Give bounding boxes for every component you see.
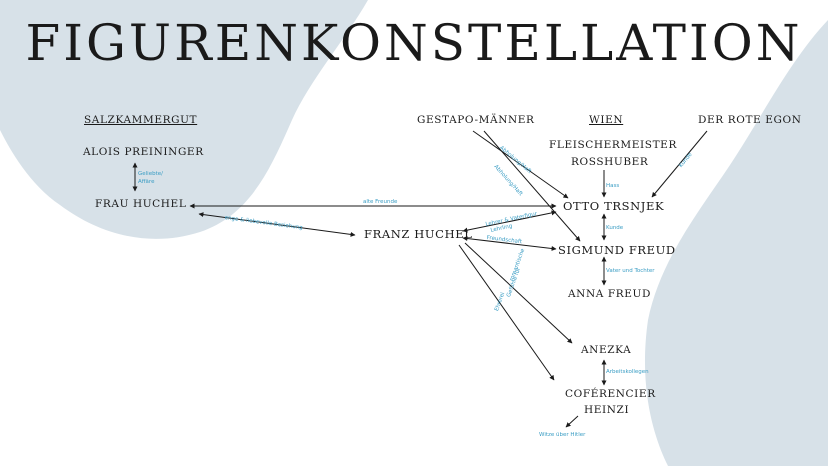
character-frau-huchel: FRAU HUCHEL <box>95 198 187 210</box>
arrow-frau-franz <box>198 212 356 237</box>
character-heinzi: HEINZI <box>584 404 630 416</box>
character-fleischermeister: FLEISCHERMEISTER <box>549 139 677 151</box>
character-gestapo-maenner: GESTAPO-MÄNNER <box>417 114 535 126</box>
relation-vater-tochter: Vater und Tochter <box>606 268 655 274</box>
arrow-franz-otto <box>462 210 557 233</box>
character-rosshuber: ROSSHUBER <box>571 156 649 168</box>
character-der-rote-egon: DER ROTE EGON <box>698 114 802 126</box>
arrow-franz-freud <box>462 236 557 251</box>
character-sigmund-freud: SIGMUND FREUD <box>558 243 676 257</box>
character-franz-huchel: FRANZ HUCHEL <box>364 227 473 241</box>
group-heading-wien: WIEN <box>589 114 624 126</box>
relation-alte-freunde: alte Freunde <box>363 199 398 205</box>
character-anna-freud: ANNA FREUD <box>568 288 652 300</box>
relation-kunde-otto-freud: Kunde <box>606 225 624 231</box>
character-anezka: ANEZKA <box>581 344 632 356</box>
page-title: FIGURENKONSTELLATION <box>25 14 803 72</box>
blob-top-left <box>0 0 368 239</box>
arrow-gestapo-freud <box>483 130 581 242</box>
group-heading-salzkammergut: SALZKAMMERGUT <box>84 114 198 126</box>
blob-right <box>644 20 828 466</box>
relation-geliebte-line1: Geliebte/ <box>138 171 163 177</box>
arrow-franz-conferencier <box>458 244 555 381</box>
arrow-egon-otto <box>651 130 708 198</box>
relation-arbeitskollegen: Arbeitskollegen <box>606 369 649 375</box>
arrow-heinzi-witze <box>565 415 579 428</box>
arrow-franz-anezka <box>464 242 573 344</box>
relation-witze-ueber-hitler: Witze über Hitler <box>539 432 586 438</box>
character-alois-preininger: ALOIS PREININGER <box>83 146 204 158</box>
arrow-gestapo-otto <box>472 130 569 199</box>
relation-geliebte-line2: Affäre <box>138 179 155 185</box>
character-otto-trsnjek: OTTO TRSNJEK <box>563 199 665 213</box>
relation-hass: Hass <box>606 183 620 189</box>
character-coferencier: COFÉRENCIER <box>565 388 656 400</box>
